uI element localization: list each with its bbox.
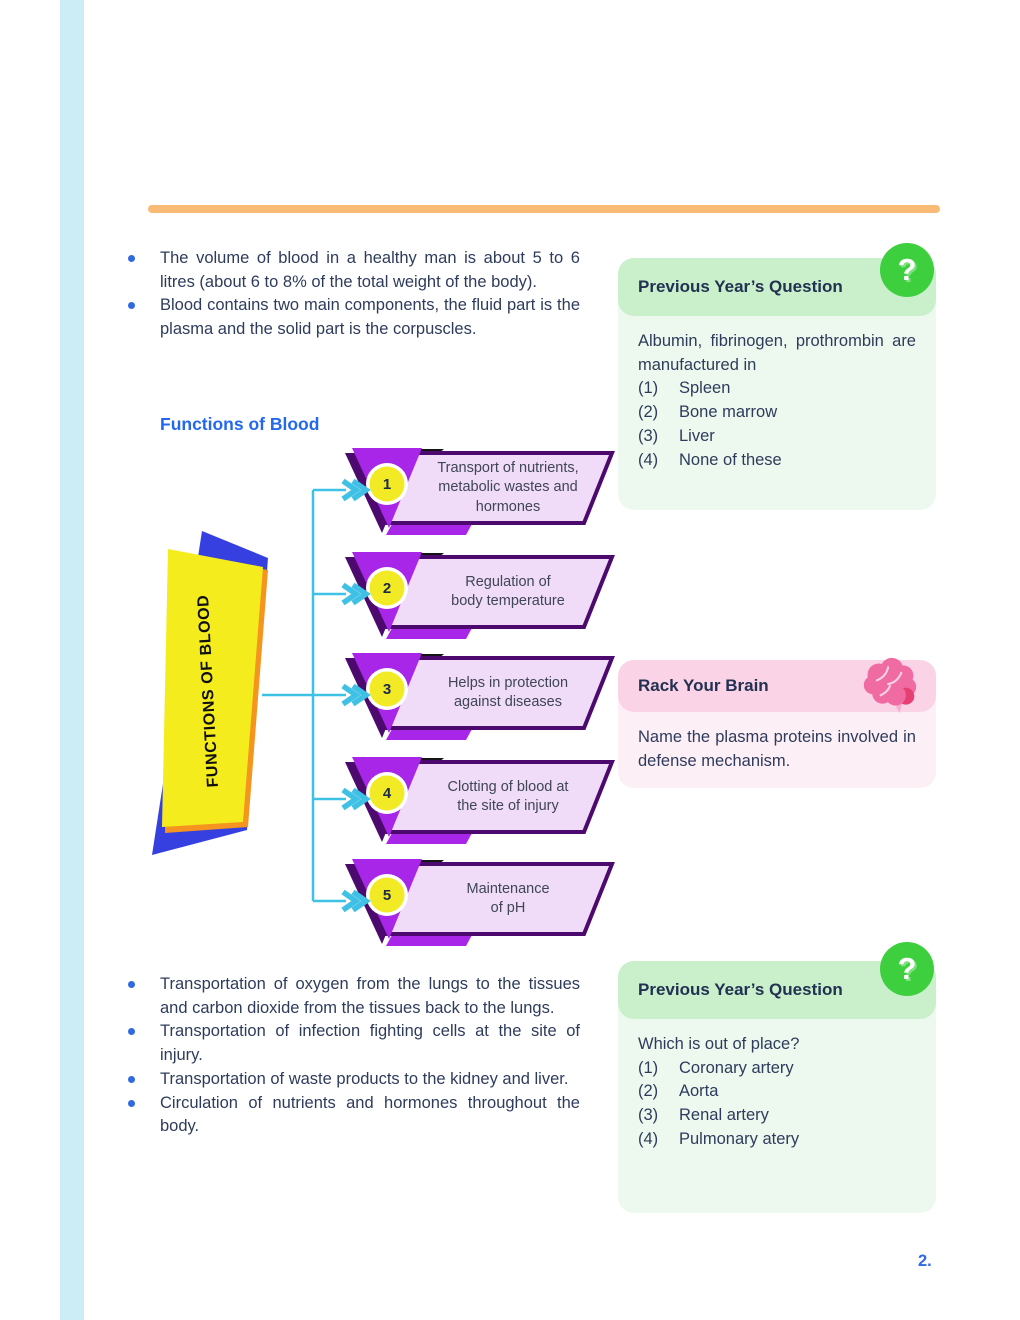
list-item: Blood contains two main components, the … [128, 294, 580, 341]
transport-bullet-list: Transportation of oxygen from the lungs … [128, 973, 580, 1139]
option-number: (4) [638, 450, 659, 469]
option-number: (3) [638, 1106, 659, 1125]
previous-year-question-box-2: Previous Year’s Question ? Which is out … [618, 942, 936, 1213]
rack-your-brain-box: Rack Your Brain Name the plasma proteins… [618, 657, 936, 788]
diagram-item-number: 2 [382, 579, 392, 597]
bullet-text: Transportation of waste products to the … [160, 1069, 569, 1088]
list-item: Transportation of oxygen from the lungs … [128, 973, 580, 1020]
functions-of-blood-diagram: FUNCTIONS OF BLOOD 1 2 3 4 5 Transport o… [150, 440, 620, 960]
list-item: Circulation of nutrients and hormones th… [128, 1092, 580, 1139]
option-number: (4) [638, 1129, 659, 1148]
section-divider-bar [148, 205, 940, 213]
option-number: (2) [638, 403, 659, 422]
bullet-dot [128, 1020, 160, 1067]
question-block: Albumin, fibrinogen, prothrombin are man… [638, 330, 916, 472]
option-row: (1) Spleen [638, 377, 916, 401]
bullet-text: Circulation of nutrients and hormones th… [160, 1093, 580, 1136]
option-number: (1) [638, 379, 659, 398]
box-title: Rack Your Brain [638, 676, 769, 695]
option-number: (3) [638, 426, 659, 445]
page-number: 2. [918, 1252, 932, 1270]
option-row: (4) None of these [638, 449, 916, 473]
option-row: (2) Aorta [638, 1080, 916, 1104]
option-label: Spleen [679, 379, 731, 398]
option-label: Liver [679, 426, 715, 445]
question-text: Which is out of place? [638, 1035, 800, 1053]
functions-diagram-graphic [152, 440, 620, 960]
diagram-item-label: Clotting of blood at the site of injury [447, 778, 569, 814]
box-header: Previous Year’s Question [618, 961, 936, 1019]
box-title: Previous Year’s Question [638, 980, 843, 999]
diagram-banner-title: FUNCTIONS OF BLOOD [194, 594, 223, 788]
diagram-item-label: Transport of nutrients, metabolic wastes… [437, 460, 579, 515]
list-item: Transportation of infection fighting cel… [128, 1020, 580, 1067]
bullet-dot [128, 294, 160, 341]
previous-year-question-box-1: Previous Year’s Question ? Albumin, fibr… [618, 243, 936, 510]
diagram-item-label: Maintenance of pH [466, 880, 550, 916]
option-number: (1) [638, 1058, 659, 1077]
banner-face-yellow [162, 549, 263, 827]
diagram-item-number: 5 [382, 886, 392, 904]
diagram-item-number: 3 [382, 680, 392, 698]
option-label: Aorta [679, 1082, 719, 1101]
option-row: (1) Coronary artery [638, 1057, 916, 1081]
diagram-item-number: 1 [382, 475, 392, 493]
option-label: None of these [679, 450, 782, 469]
question-text: Name the plasma proteins involved in def… [638, 728, 916, 770]
diagram-item-label: Regulation of body temperature [451, 573, 565, 609]
question-mark-icon: ? [880, 243, 934, 297]
option-label: Coronary artery [679, 1058, 794, 1077]
option-label: Bone marrow [679, 403, 778, 422]
list-item: Transportation of waste products to the … [128, 1068, 580, 1092]
bullet-dot [128, 973, 160, 1020]
connector-lines [262, 488, 346, 903]
question-mark-icon: ? [880, 942, 934, 996]
option-row: (4) Pulmonary atery [638, 1128, 916, 1152]
question-block: Which is out of place? (1) Coronary arte… [638, 1033, 916, 1152]
diagram-item-label: Helps in protection against diseases [447, 674, 569, 710]
box-title: Previous Year’s Question [638, 277, 843, 296]
bullet-text: Transportation of oxygen from the lungs … [160, 975, 580, 1017]
option-label: Pulmonary atery [679, 1129, 800, 1148]
question-text: Albumin, fibrinogen, prothrombin are man… [638, 332, 916, 374]
list-item: The volume of blood in a healthy man is … [128, 247, 580, 294]
bullet-text: The volume of blood in a healthy man is … [160, 249, 580, 291]
diagram-item-number: 4 [382, 784, 392, 802]
intro-bullet-list: The volume of blood in a healthy man is … [128, 247, 580, 342]
option-row: (3) Liver [638, 425, 916, 449]
brain-icon [860, 656, 920, 714]
bullet-dot [128, 1092, 160, 1139]
left-margin-stripe [60, 0, 84, 1320]
bullet-dot [128, 247, 160, 294]
option-row: (2) Bone marrow [638, 401, 916, 425]
bullet-text: Blood contains two main components, the … [160, 296, 580, 339]
bullet-dot [128, 1068, 160, 1092]
bullet-text: Transportation of infection fighting cel… [160, 1022, 580, 1065]
option-row: (3) Renal artery [638, 1104, 916, 1128]
option-label: Renal artery [679, 1106, 769, 1125]
option-number: (2) [638, 1082, 659, 1101]
functions-of-blood-heading: Functions of Blood [160, 414, 320, 434]
